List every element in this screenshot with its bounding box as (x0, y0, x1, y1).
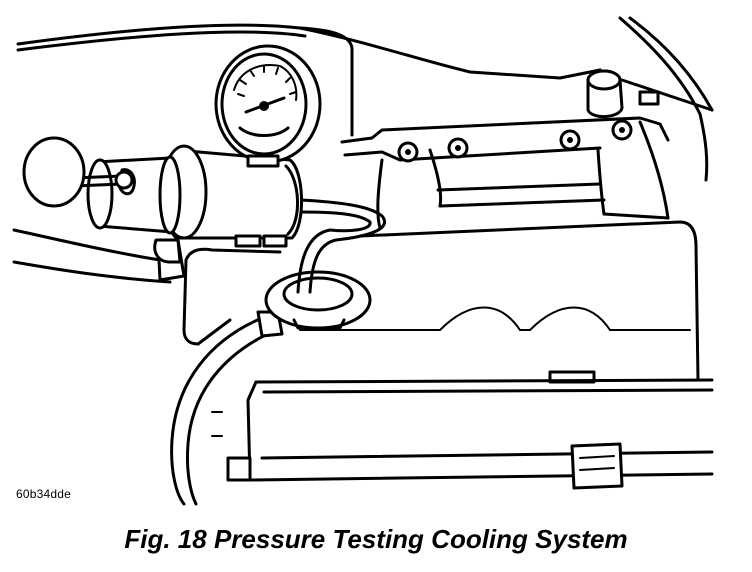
coolant-reservoir (182, 220, 700, 384)
pressure-gauge (214, 44, 322, 168)
figure-code: 60b34dde (16, 487, 71, 501)
radiator-shroud (211, 378, 714, 490)
tester-hose (296, 198, 386, 294)
hood-bumper (586, 69, 660, 118)
filler-neck-adapter (264, 270, 372, 330)
figure-caption: Fig. 18 Pressure Testing Cooling System (124, 524, 628, 554)
hood-panel (16, 16, 714, 182)
left-clip (153, 238, 182, 264)
cooling-system-pressure-test-illustration (12, 16, 714, 506)
pressure-tester-pump (22, 136, 303, 248)
radiator-support-bracket (340, 116, 670, 230)
